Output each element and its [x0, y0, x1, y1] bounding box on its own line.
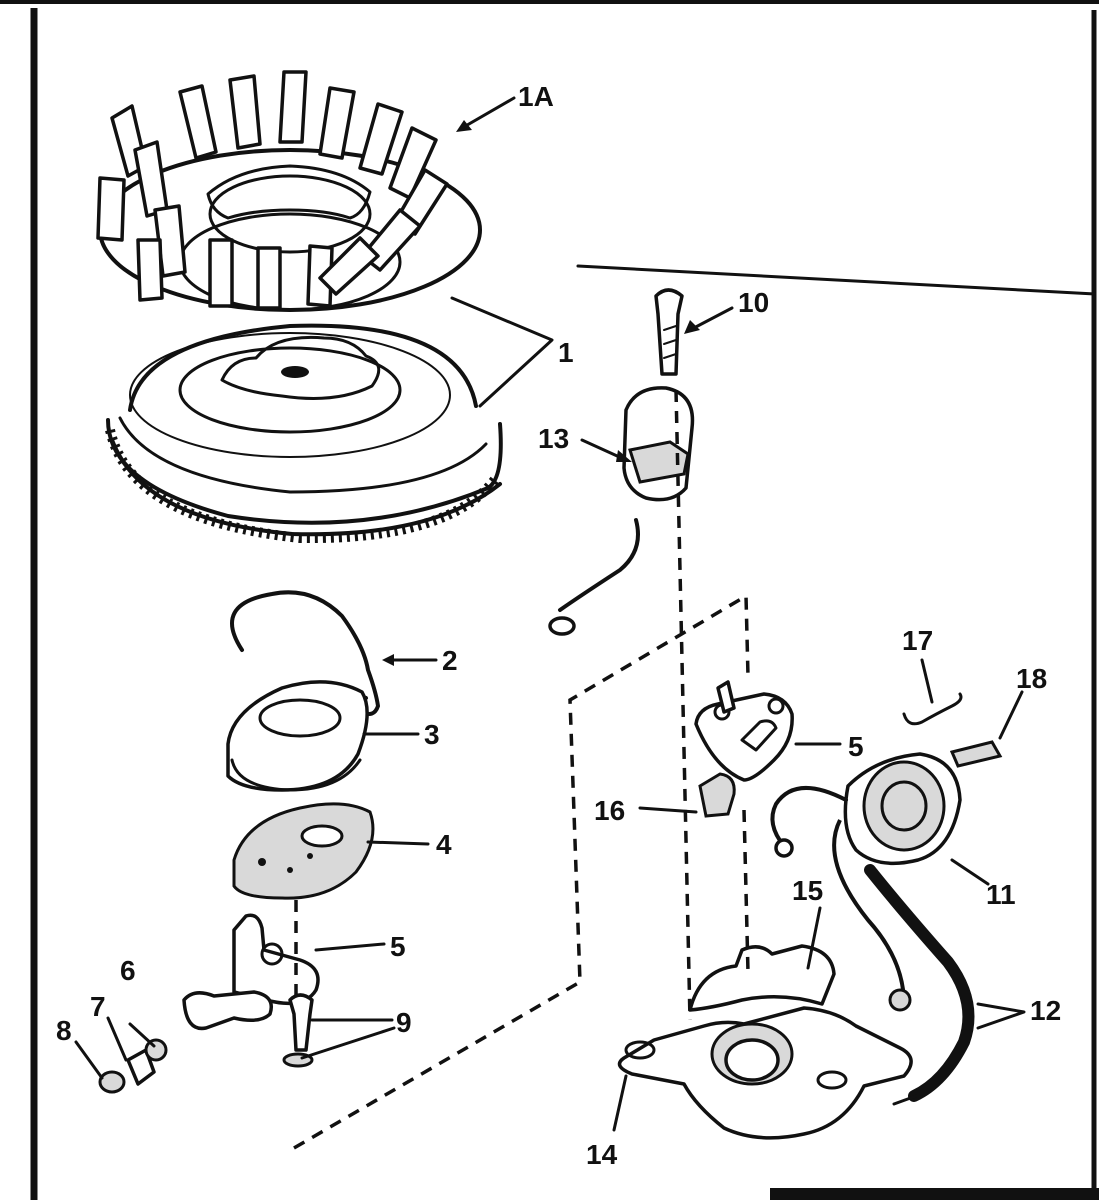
- breaker-housing-part: [617, 944, 913, 1140]
- ignition-coil-part: [770, 752, 962, 866]
- callout-4: 4: [436, 829, 452, 860]
- callout-labels: 1A 1 2 3 4 5 6 7 8 9 10 11 12 13 14 15 1…: [56, 81, 1061, 1170]
- callout-8: 8: [56, 1015, 72, 1046]
- callout-15: 15: [792, 875, 823, 906]
- callout-1: 1: [558, 337, 574, 368]
- wire-17-part: [902, 692, 963, 726]
- leader-lines: [74, 96, 1026, 1132]
- callout-5-left: 5: [390, 931, 406, 962]
- callout-7: 7: [90, 991, 106, 1022]
- callout-9: 9: [396, 1007, 412, 1038]
- breaker-arm-part: [182, 913, 320, 1031]
- callout-3: 3: [424, 719, 440, 750]
- mounting-plate-part: [694, 680, 794, 782]
- cooling-fan-part: [96, 70, 482, 312]
- callout-10: 10: [738, 287, 769, 318]
- block-16-part: [698, 772, 736, 818]
- callout-18: 18: [1016, 663, 1047, 694]
- gasket-part: [232, 802, 375, 900]
- callout-16: 16: [594, 795, 625, 826]
- callout-6: 6: [120, 955, 136, 986]
- breaker-cover-part: [226, 680, 369, 792]
- screw-10-part: [654, 288, 684, 376]
- callout-2: 2: [442, 645, 458, 676]
- flywheel-part: [105, 323, 503, 544]
- hardware-stack-part: [98, 1038, 168, 1094]
- coil-leads-part: [832, 819, 975, 1106]
- condenser-part: [548, 386, 695, 636]
- assembly-guide-lines: [293, 389, 750, 1150]
- callout-17: 17: [902, 625, 933, 656]
- callout-1A: 1A: [518, 81, 554, 112]
- plate-18-part: [949, 740, 1003, 768]
- callout-5-right: 5: [848, 731, 864, 762]
- callout-14: 14: [586, 1139, 618, 1170]
- callout-13: 13: [538, 423, 569, 454]
- screw-washer-part: [282, 993, 314, 1068]
- callout-12: 12: [1030, 995, 1061, 1026]
- callout-11: 11: [986, 879, 1016, 910]
